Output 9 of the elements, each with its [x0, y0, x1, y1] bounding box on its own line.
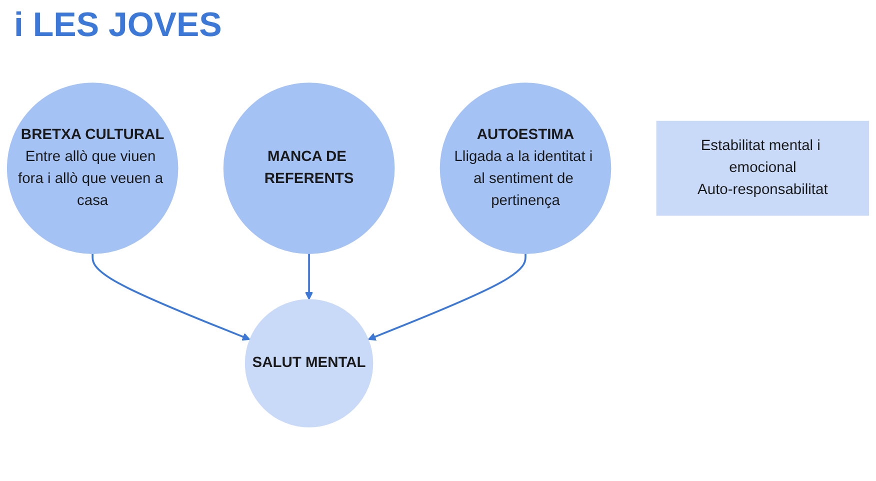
node-circle: SALUT MENTAL	[244, 299, 374, 428]
arrow	[92, 254, 250, 341]
node-box: Estabilitat mental i emocional Auto-responsabilitat	[656, 120, 870, 216]
arrow	[305, 254, 314, 300]
node-circle: BRETXA CULTURAL Entre allò que viuen fora i allò que veuen a casa	[6, 82, 178, 254]
arrow	[368, 254, 526, 341]
node-circle: MANCA DE REFERENTS	[223, 82, 395, 254]
node-circle: AUTOESTIMA Lligada a la identitat i al sentiment de pertinença	[440, 82, 612, 254]
title: i LES JOVES	[14, 6, 223, 45]
